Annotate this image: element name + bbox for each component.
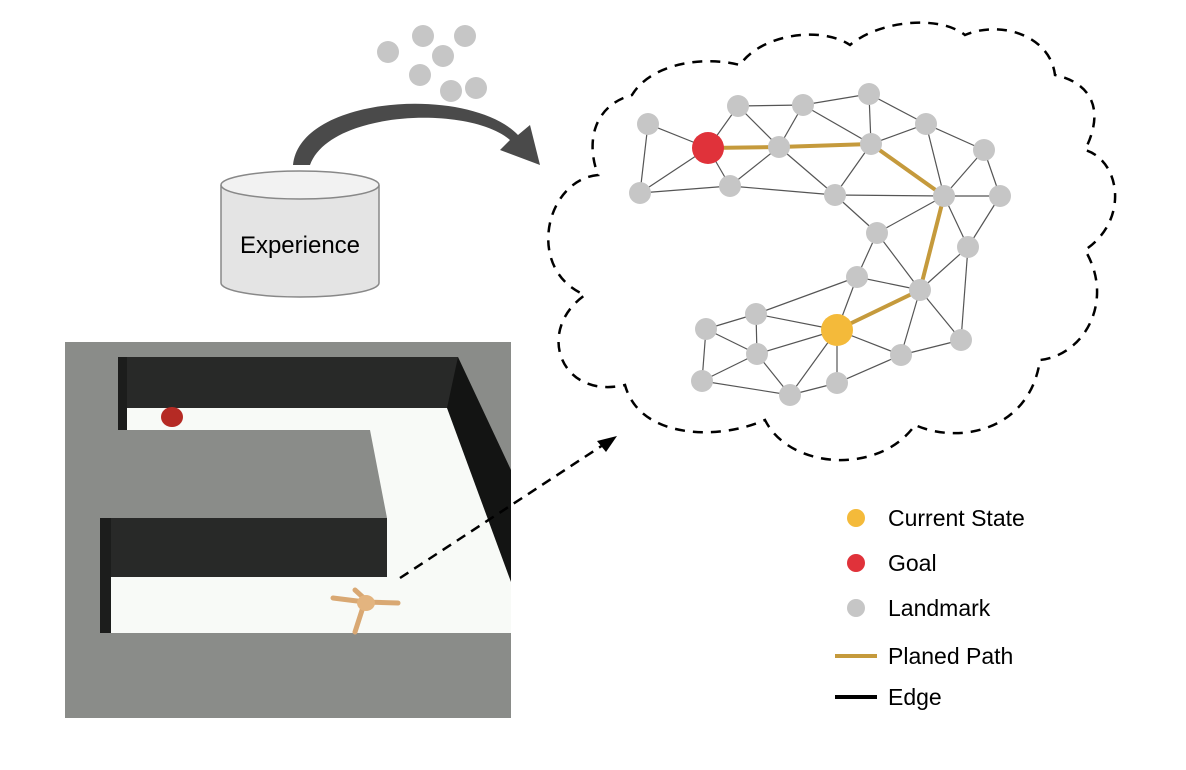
maze-wall-middle [111,518,387,577]
maze-wall-middle-side [100,518,111,633]
legend-edge-label: Edge [888,684,942,710]
graph-edge [925,123,945,197]
sample-dot [432,45,454,67]
graph-edge [876,232,921,291]
sample-dot [412,25,434,47]
sample-dot [409,64,431,86]
graph-edge [755,276,858,315]
landmark-node [779,384,801,406]
database-label: Experience [240,232,360,259]
landmark-node [719,175,741,197]
landmark-node [860,133,882,155]
maze-goal-ball [161,407,183,427]
landmark-node [695,318,717,340]
thought-cloud [547,21,1117,462]
planned-path-line [707,142,946,332]
maze-wall-top [127,357,458,408]
graph-edge [900,289,921,356]
landmark-node [890,344,912,366]
legend-current-marker [847,509,865,527]
landmark-node [768,136,790,158]
legend-item-edge: Edge [835,684,942,710]
legend-item-landmark: Landmark [847,595,991,621]
landmark-node [691,370,713,392]
landmark-node [957,236,979,258]
maze-corridor [111,408,511,633]
maze-scene [65,342,511,718]
sample-dot [440,80,462,102]
current-state-node [821,314,853,346]
landmark-node [846,266,868,288]
curved-arrow [293,103,540,165]
planned-path [707,142,946,332]
landmark-node [629,182,651,204]
landmark-node [973,139,995,161]
ant-agent [330,587,401,635]
graph-nodes [629,83,1011,406]
experience-samples [377,25,487,102]
landmark-node [909,279,931,301]
landmark-node [866,222,888,244]
graph-edge [960,246,969,341]
goal-node [692,132,724,164]
graph-edge [729,185,836,196]
legend-current-label: Current State [888,505,1025,531]
legend-goal-label: Goal [888,550,937,576]
legend-item-path: Planed Path [835,643,1013,669]
landmark-node [933,185,955,207]
legend-item-current: Current State [847,505,1025,531]
legend-goal-marker [847,554,865,572]
landmark-node [824,184,846,206]
landmark-node [727,95,749,117]
legend-landmark-marker [847,599,865,617]
graph-edge [836,354,902,384]
landmark-node [745,303,767,325]
landmark-node [792,94,814,116]
graph-edge [802,93,870,106]
sample-dot [465,77,487,99]
legend: Current State Goal Landmark Planed Path … [835,505,1025,710]
graph-edge [639,185,731,194]
experience-database: Experience [220,170,380,298]
graph-edge [639,123,649,194]
landmark-node [915,113,937,135]
landmark-node [950,329,972,351]
legend-landmark-label: Landmark [888,595,991,621]
graph-edge [834,194,945,197]
landmark-node [858,83,880,105]
landmark-node [989,185,1011,207]
sample-dot [377,41,399,63]
landmark-node [637,113,659,135]
maze-wall-right [447,357,511,582]
landmark-node [746,343,768,365]
graph-edge [778,146,836,196]
graph-edge [701,380,791,396]
dashed-arrow [399,436,617,580]
graph-edge [802,104,872,145]
legend-path-label: Planed Path [888,643,1013,669]
graph-edge [876,195,945,234]
landmark-node [826,372,848,394]
maze-wall-top-left-side [118,357,127,430]
legend-item-goal: Goal [847,550,937,576]
sample-dot [454,25,476,47]
